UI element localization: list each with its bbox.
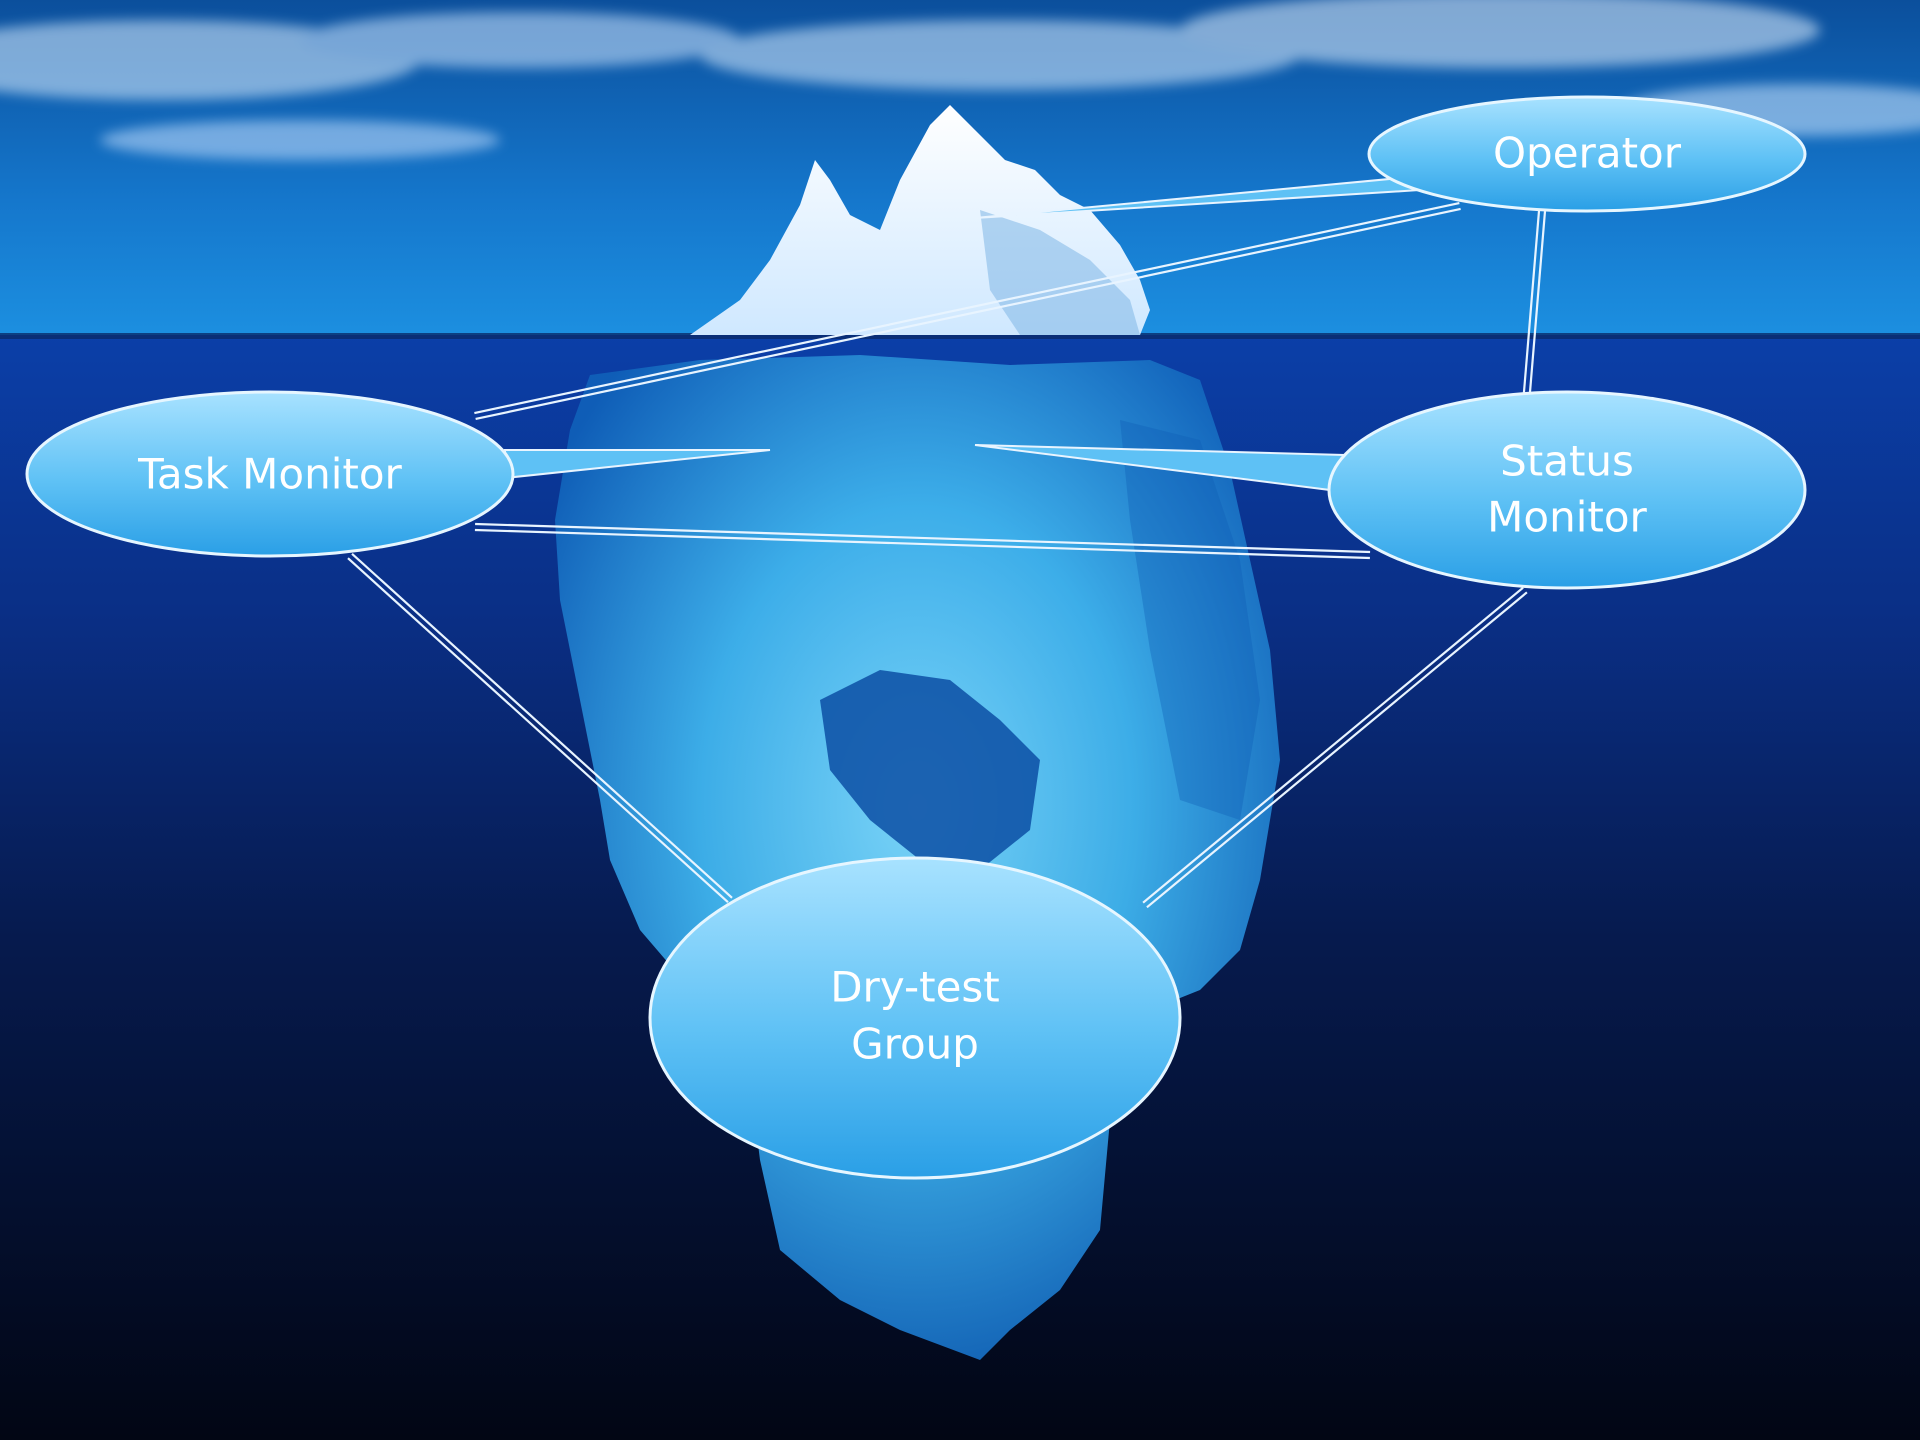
connector-task-monitor-to-status-monitor-line-2 bbox=[475, 522, 1371, 554]
node-dry-test-group-label-line-2: Group bbox=[851, 1020, 979, 1069]
connector-status-monitor-to-dry-test-group-line-2 bbox=[1146, 591, 1528, 909]
node-status-monitor-shape bbox=[1327, 390, 1807, 590]
node-dry-test-group-shape bbox=[648, 856, 1182, 1180]
node-status-monitor-label-line-2: Monitor bbox=[1487, 493, 1647, 542]
connector-task-monitor-to-dry-test-group-line-1 bbox=[347, 557, 729, 904]
clouds bbox=[0, 0, 1920, 160]
horizon-line bbox=[0, 333, 1920, 339]
node-task-monitor-shape bbox=[25, 390, 515, 558]
node-task-monitor[interactable]: Task Monitor bbox=[25, 390, 515, 558]
node-dry-test-group-label-line-1: Dry-test bbox=[830, 963, 1000, 1012]
iceberg-cave bbox=[820, 670, 1040, 870]
node-task-monitor-label: Task Monitor bbox=[137, 450, 402, 499]
connector-task-monitor-to-dry-test-group-line-2 bbox=[351, 552, 733, 899]
connector-operator-to-status-monitor-line-1 bbox=[1520, 210, 1541, 416]
connector-operator-to-task-monitor-line-1 bbox=[474, 201, 1460, 415]
node-operator-label: Operator bbox=[1493, 129, 1682, 178]
node-status-monitor[interactable]: Status Monitor bbox=[1327, 390, 1807, 590]
connector-operator-to-status-monitor-line-2 bbox=[1526, 211, 1547, 417]
connector-operator-to-task-monitor-line-2 bbox=[475, 207, 1461, 421]
node-dry-test-group[interactable]: Dry-test Group bbox=[648, 856, 1182, 1180]
node-status-monitor-label-line-1: Status bbox=[1500, 437, 1634, 486]
node-operator-shape bbox=[1367, 95, 1807, 213]
iceberg-shading bbox=[1120, 420, 1260, 820]
connector-status-monitor-to-dry-test-group-line-1 bbox=[1142, 586, 1524, 904]
connectors bbox=[347, 176, 1547, 909]
node-operator[interactable]: Operator bbox=[1367, 95, 1807, 213]
connector-task-monitor-to-status-monitor-line-1 bbox=[474, 528, 1370, 560]
